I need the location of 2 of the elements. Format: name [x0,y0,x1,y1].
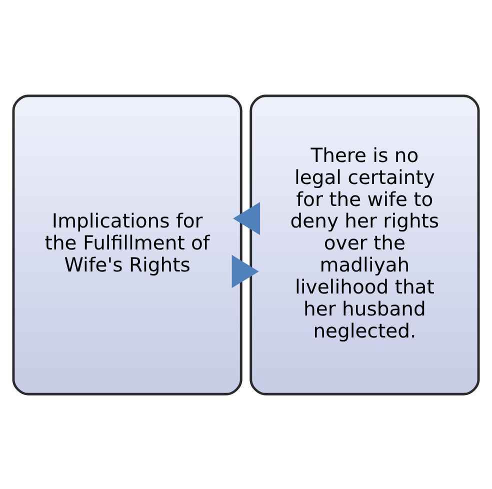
arrow [232,254,259,288]
arrow [233,201,260,235]
